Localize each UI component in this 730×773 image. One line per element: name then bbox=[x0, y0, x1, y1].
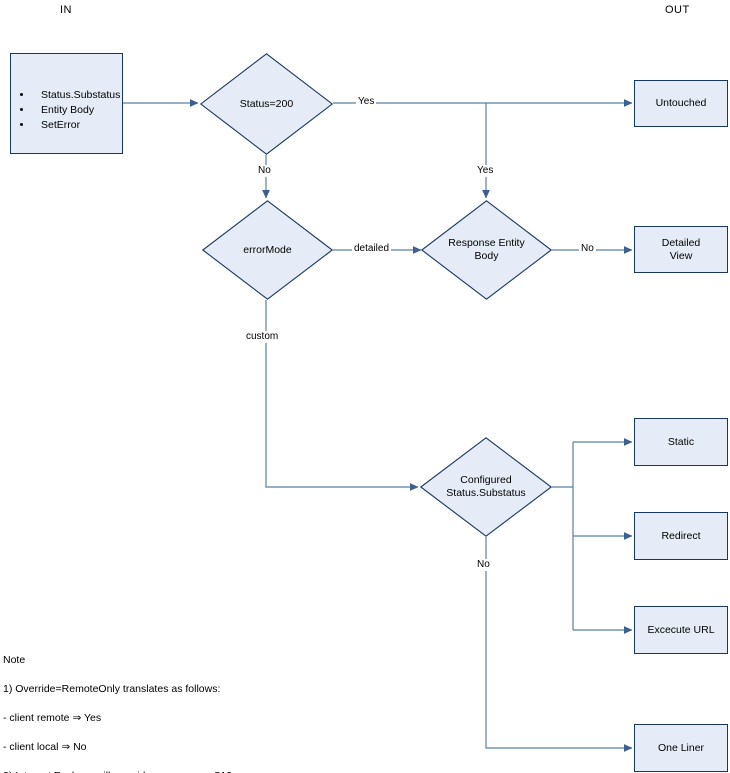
decision-configured-status-substatus: Configured Status.Substatus bbox=[419, 437, 553, 537]
edge-label-errormode-custom: custom bbox=[244, 331, 281, 343]
output-box-redirect-label: Redirect bbox=[661, 529, 701, 542]
note-title: Note bbox=[3, 653, 26, 666]
decision-response-entity-body: Response Entity Body bbox=[420, 200, 553, 300]
input-item: Status.Substatus bbox=[33, 88, 122, 103]
edge-label-status200-no: No bbox=[256, 165, 273, 177]
note-line: - client remote ⇒ Yes bbox=[3, 711, 102, 724]
input-box-list: Status.Substatus Entity Body SetError bbox=[11, 88, 122, 133]
edge-label-response-entity-body-yes: Yes bbox=[475, 165, 496, 177]
note-line: 1) Override=RemoteOnly translates as fol… bbox=[3, 682, 221, 695]
output-box-detailed-view-label: Detailed View bbox=[661, 236, 701, 262]
column-heading-in: IN bbox=[60, 4, 72, 16]
edge-label-configured-no: No bbox=[475, 559, 492, 571]
output-box-untouched: Untouched bbox=[634, 80, 728, 127]
edge-errormode-custom-to-configured bbox=[265, 300, 419, 491]
output-box-execute-url-label: Excecute URL bbox=[647, 623, 715, 636]
note-line: 2) Internet Explorer will override respo… bbox=[3, 769, 293, 773]
note-line: - client local ⇒ No bbox=[3, 740, 87, 753]
column-heading-out: OUT bbox=[665, 4, 690, 16]
output-box-static-label: Static bbox=[667, 435, 695, 448]
output-box-static: Static bbox=[634, 418, 728, 466]
input-item: SetError bbox=[33, 118, 122, 133]
edge-configured-no-to-one-liner bbox=[485, 537, 633, 752]
decision-status200: Status=200 bbox=[199, 53, 334, 155]
decision-errormode: errorMode bbox=[201, 200, 334, 300]
output-box-detailed-view: Detailed View bbox=[634, 226, 728, 273]
edge-label-response-entity-body-no: No bbox=[579, 243, 596, 255]
edge-label-errormode-detailed: detailed bbox=[352, 243, 392, 255]
note-block: Note 1) Override=RemoteOnly translates a… bbox=[3, 638, 293, 773]
output-box-one-liner-label: One Liner bbox=[657, 741, 705, 754]
output-box-redirect: Redirect bbox=[634, 512, 728, 560]
output-box-untouched-label: Untouched bbox=[655, 97, 707, 109]
input-item: Entity Body bbox=[33, 103, 122, 118]
input-box: Status.Substatus Entity Body SetError bbox=[10, 53, 123, 154]
output-box-execute-url: Excecute URL bbox=[634, 606, 728, 654]
output-box-one-liner: One Liner bbox=[634, 724, 728, 772]
edge-label-status200-yes: Yes bbox=[356, 96, 377, 108]
